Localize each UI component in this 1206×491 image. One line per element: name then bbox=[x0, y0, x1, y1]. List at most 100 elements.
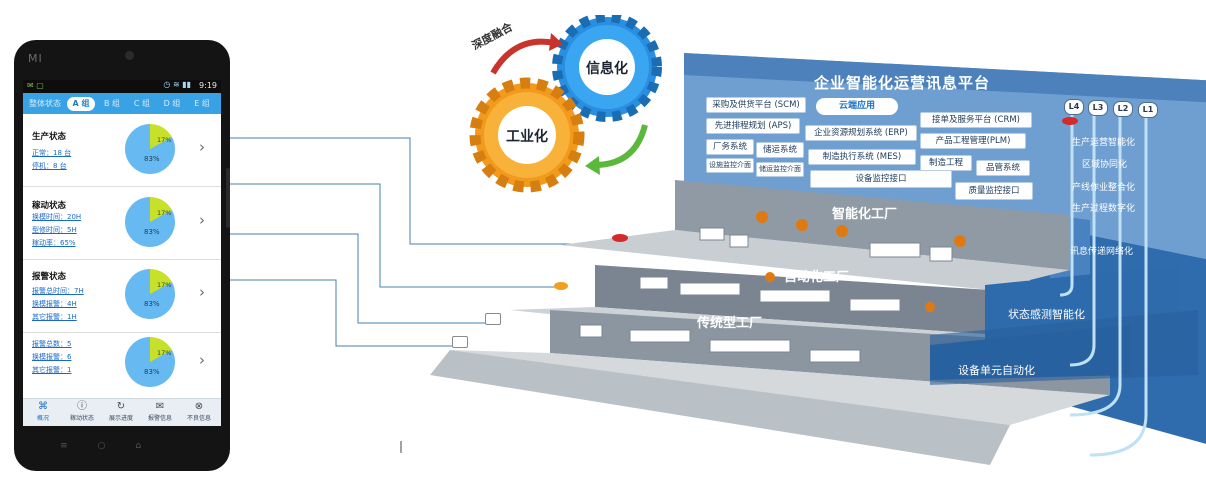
card-utilization-status[interactable]: 稼动状态 换模时间：20H 型修时间：5H 稼动率：65% 17% 83% › bbox=[23, 187, 221, 260]
side-label: 生产运营智能化 bbox=[1072, 138, 1136, 148]
system-facility: 厂务系统 bbox=[706, 139, 754, 155]
platform-title: 企业智能化运营讯息平台 bbox=[814, 74, 991, 92]
front-camera bbox=[125, 51, 134, 60]
tab-group-a[interactable]: A 组 bbox=[67, 97, 95, 111]
nav-label: 不良信息 bbox=[186, 415, 211, 422]
system-erp: 企业资源规划系统 (ERP) bbox=[805, 125, 917, 141]
cloud-app-label: 云端应用 bbox=[816, 98, 898, 115]
tier-label-traditional-factory: 传统型工厂 bbox=[697, 316, 763, 331]
system-scm: 采购及供货平台 (SCM) bbox=[706, 97, 806, 113]
tab-group-c[interactable]: C 组 bbox=[133, 99, 151, 108]
status-pie-chart bbox=[125, 197, 175, 247]
nav-overview[interactable]: ⌘ 概况 bbox=[24, 401, 62, 422]
connector-line bbox=[230, 279, 452, 347]
system-quality: 品管系统 bbox=[976, 160, 1030, 176]
chevron-right-icon[interactable]: › bbox=[199, 283, 205, 301]
message-icon bbox=[485, 313, 501, 325]
system-plm: 产品工程管理(PLM) bbox=[920, 133, 1026, 149]
system-quality-interface: 质量监控接口 bbox=[955, 182, 1033, 200]
system-equipment-interface: 设备监控接口 bbox=[810, 170, 952, 188]
card-line[interactable]: 换模报警：6 bbox=[32, 353, 72, 361]
system-logistics: 储运系统 bbox=[756, 142, 804, 158]
red-arrow-icon bbox=[490, 38, 556, 75]
connector-line bbox=[230, 233, 490, 324]
group-tab-strip: 整体状态 A 组 B 组 C 组 D 组 E 组 bbox=[23, 93, 221, 114]
nav-defect[interactable]: ⊗ 不良信息 bbox=[180, 401, 218, 422]
card-production-status[interactable]: 生产状态 正常：18 台 停机：8 台 17% 83% › bbox=[23, 116, 221, 187]
card-line[interactable]: 报警总数：5 bbox=[32, 340, 72, 348]
chevron-right-icon[interactable]: › bbox=[199, 351, 205, 369]
pie-small-label: 17% bbox=[157, 136, 172, 144]
side-label: 设备单元自动化 bbox=[958, 364, 1035, 377]
nav-label: 报警信息 bbox=[147, 415, 172, 422]
card-line[interactable]: 型修时间：5H bbox=[32, 226, 77, 234]
level-badge-l2: L2 bbox=[1113, 101, 1133, 117]
pie-big-label: 83% bbox=[144, 155, 160, 163]
nav-label: 展示进度 bbox=[108, 415, 133, 422]
connector-line bbox=[230, 137, 612, 245]
card-line[interactable]: 正常：18 台 bbox=[32, 149, 72, 157]
card-line[interactable]: 其它报警：1 bbox=[32, 366, 72, 374]
refresh-icon: ↻ bbox=[116, 401, 126, 412]
pie-big-label: 83% bbox=[144, 228, 160, 236]
chevron-right-icon[interactable]: › bbox=[199, 211, 205, 229]
mail-icon: ✉ bbox=[155, 401, 165, 412]
card-alarm-status[interactable]: 报警状态 报警总时间：7H 换模报警：4H 其它报警：1H 17% 83% › bbox=[23, 260, 221, 333]
nav-progress[interactable]: ↻ 展示进度 bbox=[102, 401, 140, 422]
card-title: 报警状态 bbox=[32, 272, 67, 282]
blue-gear-icon bbox=[552, 15, 662, 122]
phone-screen: ✉ ▢ ◷ ≋ ▮▮ 9:19 整体状态 A 组 B 组 C 组 D 组 E 组… bbox=[23, 80, 221, 426]
side-label: 产线作业整合化 bbox=[1072, 183, 1136, 193]
phone-hardware-keys: ≡○⌂ bbox=[60, 441, 172, 451]
system-logistics-interface: 储运监控介面 bbox=[756, 162, 804, 177]
card-line[interactable]: 其它报警：1H bbox=[32, 313, 77, 321]
notification-icon: ✉ ▢ bbox=[27, 81, 44, 90]
card-line[interactable]: 停机：8 台 bbox=[32, 162, 67, 170]
pie-big-label: 83% bbox=[144, 300, 160, 308]
system-aps: 先进排程规划 (APS) bbox=[706, 118, 800, 134]
system-crm: 接单及服务平台 (CRM) bbox=[920, 112, 1032, 128]
green-arrow-icon bbox=[594, 124, 648, 168]
message-icon bbox=[452, 336, 468, 348]
tab-group-e[interactable]: E 组 bbox=[194, 99, 210, 108]
card-alarm-count[interactable]: 报警总数：5 换模报警：6 其它报警：1 17% 83% › bbox=[23, 333, 221, 397]
side-label: 讯息传递网络化 bbox=[1070, 247, 1134, 257]
level-badge-l1: L1 bbox=[1138, 102, 1158, 118]
status-pie-chart bbox=[125, 269, 175, 319]
nav-utilization[interactable]: ⓘ 稼动状态 bbox=[63, 401, 101, 422]
side-button bbox=[226, 168, 230, 228]
system-mes: 制造执行系统 (MES) bbox=[808, 149, 916, 165]
pie-small-label: 17% bbox=[157, 209, 172, 217]
status-bar: ✉ ▢ ◷ ≋ ▮▮ 9:19 bbox=[23, 80, 221, 93]
nav-label: 概况 bbox=[36, 415, 49, 422]
chevron-right-icon[interactable]: › bbox=[199, 138, 205, 156]
pie-small-label: 17% bbox=[157, 281, 172, 289]
bottom-navigation: ⌘ 概况 ⓘ 稼动状态 ↻ 展示进度 ✉ 报警信息 ⊗ 不良信息 bbox=[23, 398, 221, 426]
side-label: 区域协同化 bbox=[1082, 160, 1128, 170]
level-badge-l3: L3 bbox=[1088, 100, 1108, 116]
side-label: 状态感测智能化 bbox=[1008, 308, 1085, 321]
platform-illustration bbox=[430, 53, 1206, 465]
nav-alarm[interactable]: ✉ 报警信息 bbox=[141, 401, 179, 422]
nav-label: 稼动状态 bbox=[69, 415, 94, 422]
card-line[interactable]: 换模报警：4H bbox=[32, 300, 77, 308]
card-line[interactable]: 报警总时间：7H bbox=[32, 287, 84, 295]
status-time: 9:19 bbox=[199, 81, 217, 90]
card-title: 生产状态 bbox=[32, 132, 67, 142]
tier-label-smart-factory: 智能化工厂 bbox=[832, 207, 898, 222]
side-label: 生产过程数字化 bbox=[1072, 204, 1136, 214]
signal-wifi-battery-icon: ◷ ≋ ▮▮ bbox=[163, 80, 191, 89]
gear-diagram bbox=[469, 15, 662, 193]
connector-line bbox=[230, 183, 556, 288]
status-pie-chart bbox=[125, 337, 175, 387]
info-icon: ⓘ bbox=[77, 401, 87, 412]
gear-label-informatization: 信息化 bbox=[586, 61, 628, 77]
gear-label-industrialization: 工业化 bbox=[506, 129, 548, 145]
tab-group-b[interactable]: B 组 bbox=[103, 99, 121, 108]
card-line[interactable]: 稼动率：65% bbox=[32, 239, 76, 247]
tab-overall[interactable]: 整体状态 bbox=[29, 99, 61, 108]
tab-group-d[interactable]: D 组 bbox=[163, 99, 181, 108]
card-line[interactable]: 换模时间：20H bbox=[32, 213, 82, 221]
level-badge-l4: L4 bbox=[1064, 99, 1084, 115]
